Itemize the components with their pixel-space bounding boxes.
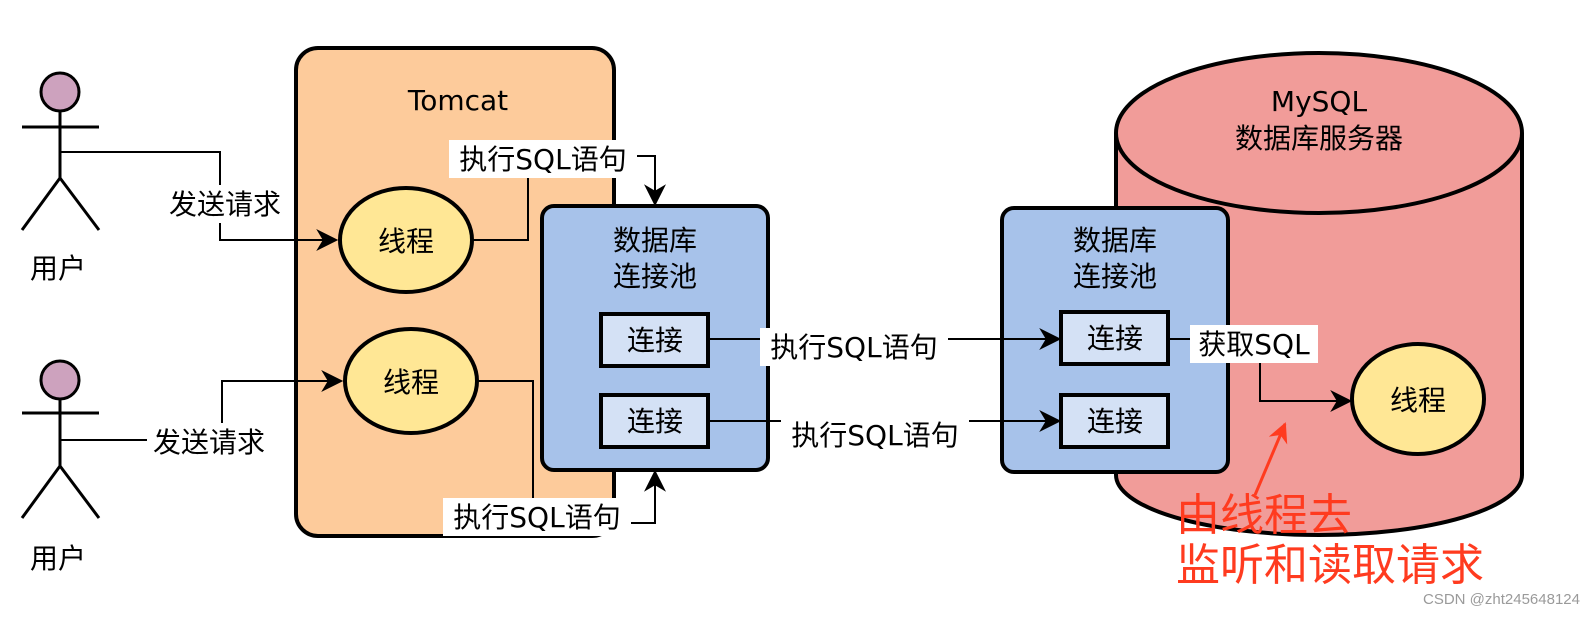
- annotation-arrow: [1253, 422, 1288, 496]
- user-label: 用户: [30, 542, 86, 575]
- tomcat-title: Tomcat: [407, 84, 508, 117]
- user-head-icon: [39, 71, 81, 113]
- watermark: CSDN @zht245648124: [1423, 591, 1580, 608]
- send-request-arrow-2: [60, 370, 344, 441]
- tomcat-thread-1: 线程: [338, 186, 474, 294]
- client-connection-2: [599, 393, 710, 449]
- client-connection-1: [599, 312, 710, 368]
- server-connection-1-label: 连接: [1087, 322, 1143, 355]
- thread-label: 线程: [383, 366, 439, 399]
- client-connection-2-label: 连接: [627, 405, 683, 438]
- annotation-line-1: 由线程去: [1176, 490, 1352, 541]
- user-2: 用户: [20, 359, 101, 575]
- exec-sql-label-bottom: 执行SQL语句: [453, 501, 620, 534]
- server-connection-pool: 数据库 连接池 连接 连接: [1000, 206, 1230, 474]
- annotation-line-2: 监听和读取请求: [1176, 540, 1484, 591]
- tomcat-thread-2: 线程: [343, 327, 479, 435]
- send-request-label-1: 发送请求: [169, 188, 281, 221]
- client-pool-subtitle: 连接池: [613, 260, 697, 293]
- mysql-thread: 线程: [1350, 342, 1486, 456]
- client-connection-1-label: 连接: [627, 324, 683, 357]
- thread-label: 线程: [378, 225, 434, 258]
- send-request-label-2: 发送请求: [153, 426, 265, 459]
- server-pool-subtitle: 连接池: [1073, 260, 1157, 293]
- cylinder-top: [1114, 51, 1524, 215]
- thread-label: 线程: [1390, 384, 1446, 417]
- server-pool-title: 数据库: [1073, 224, 1157, 257]
- mysql-title: MySQL: [1271, 85, 1368, 118]
- exec-sql-label-conn-2: 执行SQL语句: [791, 419, 958, 452]
- exec-sql-label-top: 执行SQL语句: [459, 143, 626, 176]
- client-pool-title: 数据库: [613, 224, 697, 257]
- exec-sql-label-conn-1: 执行SQL语句: [770, 331, 937, 364]
- user-1: 用户: [20, 71, 101, 285]
- server-connection-2-label: 连接: [1087, 405, 1143, 438]
- mysql-subtitle: 数据库服务器: [1235, 122, 1403, 155]
- fetch-sql-label: 获取SQL: [1198, 328, 1310, 361]
- user-head-icon: [39, 359, 81, 401]
- user-label: 用户: [30, 252, 86, 285]
